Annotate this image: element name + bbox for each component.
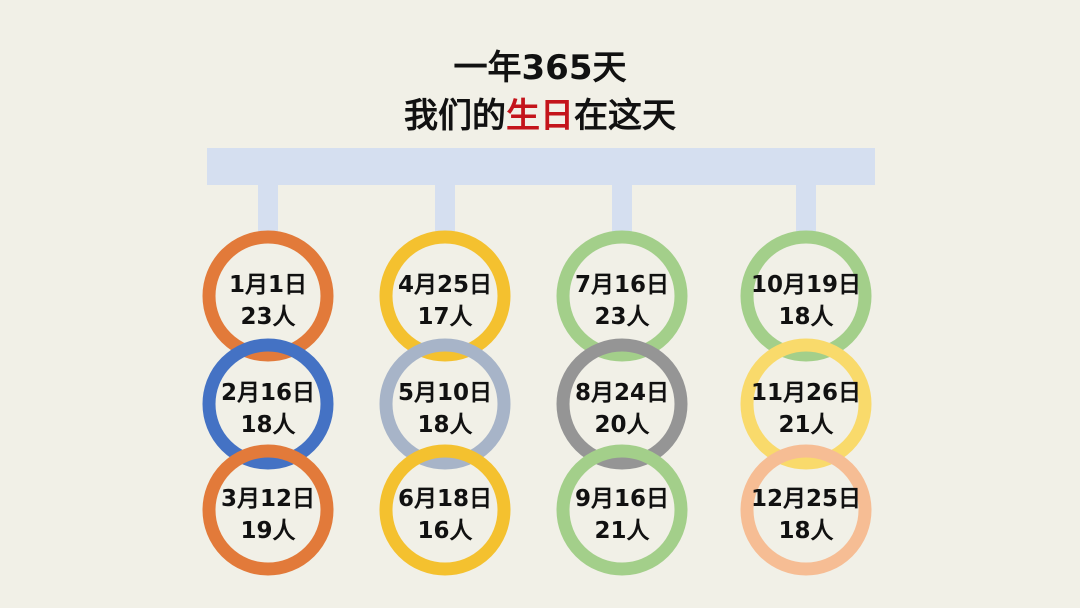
ring-count-label: 18人 xyxy=(417,412,473,438)
ring-count-label: 21人 xyxy=(594,518,650,544)
ring-circle xyxy=(556,444,688,576)
connector xyxy=(796,184,816,236)
ring-count-label: 18人 xyxy=(240,412,296,438)
ring-date-label: 1月1日 xyxy=(229,272,307,298)
ring-circle xyxy=(202,444,334,576)
ring-count-label: 23人 xyxy=(594,304,650,330)
birthday-ring: 7月16日 23人 xyxy=(556,230,688,362)
top-bar xyxy=(207,148,875,185)
ring-circle xyxy=(202,230,334,362)
ring-date-label: 10月19日 xyxy=(751,272,861,298)
connector xyxy=(435,184,455,236)
birthday-ring: 5月10日 18人 xyxy=(379,338,511,470)
ring-circle xyxy=(202,338,334,470)
ring-date-label: 12月25日 xyxy=(751,486,861,512)
ring-circle xyxy=(379,338,511,470)
title-line-2-prefix: 我们的 xyxy=(404,96,506,136)
birthday-ring: 12月25日 18人 xyxy=(740,444,872,576)
title-line-2-highlight: 生日 xyxy=(506,96,574,136)
ring-count-label: 20人 xyxy=(594,412,650,438)
birthday-ring: 1月1日 23人 xyxy=(202,230,334,362)
birthday-ring: 6月18日 16人 xyxy=(379,444,511,576)
ring-circle xyxy=(740,444,872,576)
ring-count-label: 23人 xyxy=(240,304,296,330)
connector xyxy=(258,184,278,236)
ring-count-label: 18人 xyxy=(778,304,834,330)
ring-circle xyxy=(740,338,872,470)
ring-circle xyxy=(379,230,511,362)
birthday-ring: 11月26日 21人 xyxy=(740,338,872,470)
title-line-2: 我们的生日在这天 xyxy=(0,96,1080,136)
ring-date-label: 2月16日 xyxy=(221,380,315,406)
ring-count-label: 18人 xyxy=(778,518,834,544)
birthday-ring: 3月12日 19人 xyxy=(202,444,334,576)
birthday-ring: 4月25日 17人 xyxy=(379,230,511,362)
ring-date-label: 9月16日 xyxy=(575,486,669,512)
ring-date-label: 8月24日 xyxy=(575,380,669,406)
ring-date-label: 7月16日 xyxy=(575,272,669,298)
ring-count-label: 21人 xyxy=(778,412,834,438)
ring-circle xyxy=(740,230,872,362)
ring-count-label: 16人 xyxy=(417,518,473,544)
ring-date-label: 5月10日 xyxy=(398,380,492,406)
ring-date-label: 11月26日 xyxy=(751,380,861,406)
title-line-1: 一年365天 xyxy=(453,48,627,88)
birthday-ring: 9月16日 21人 xyxy=(556,444,688,576)
ring-circle xyxy=(556,338,688,470)
birthday-ring: 8月24日 20人 xyxy=(556,338,688,470)
ring-circle xyxy=(556,230,688,362)
ring-count-label: 19人 xyxy=(240,518,296,544)
ring-date-label: 3月12日 xyxy=(221,486,315,512)
connector xyxy=(612,184,632,236)
birthday-ring: 2月16日 18人 xyxy=(202,338,334,470)
birthday-ring: 10月19日 18人 xyxy=(740,230,872,362)
title-line-2-suffix: 在这天 xyxy=(574,96,676,136)
ring-date-label: 6月18日 xyxy=(398,486,492,512)
ring-date-label: 4月25日 xyxy=(398,272,492,298)
ring-circle xyxy=(379,444,511,576)
ring-count-label: 17人 xyxy=(417,304,473,330)
